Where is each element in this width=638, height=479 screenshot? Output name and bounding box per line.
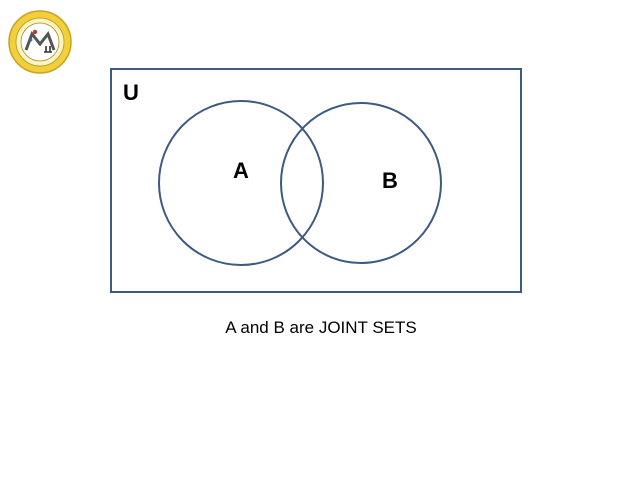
set-a-circle xyxy=(158,100,324,266)
diagram-caption: A and B are JOINT SETS xyxy=(225,318,417,337)
set-b-label: B xyxy=(382,168,398,193)
department-seal-icon xyxy=(8,10,72,74)
set-a-label: A xyxy=(233,158,249,183)
universal-set-box xyxy=(110,68,522,293)
set-b-circle xyxy=(280,102,442,264)
universal-set-label: U xyxy=(123,80,139,105)
